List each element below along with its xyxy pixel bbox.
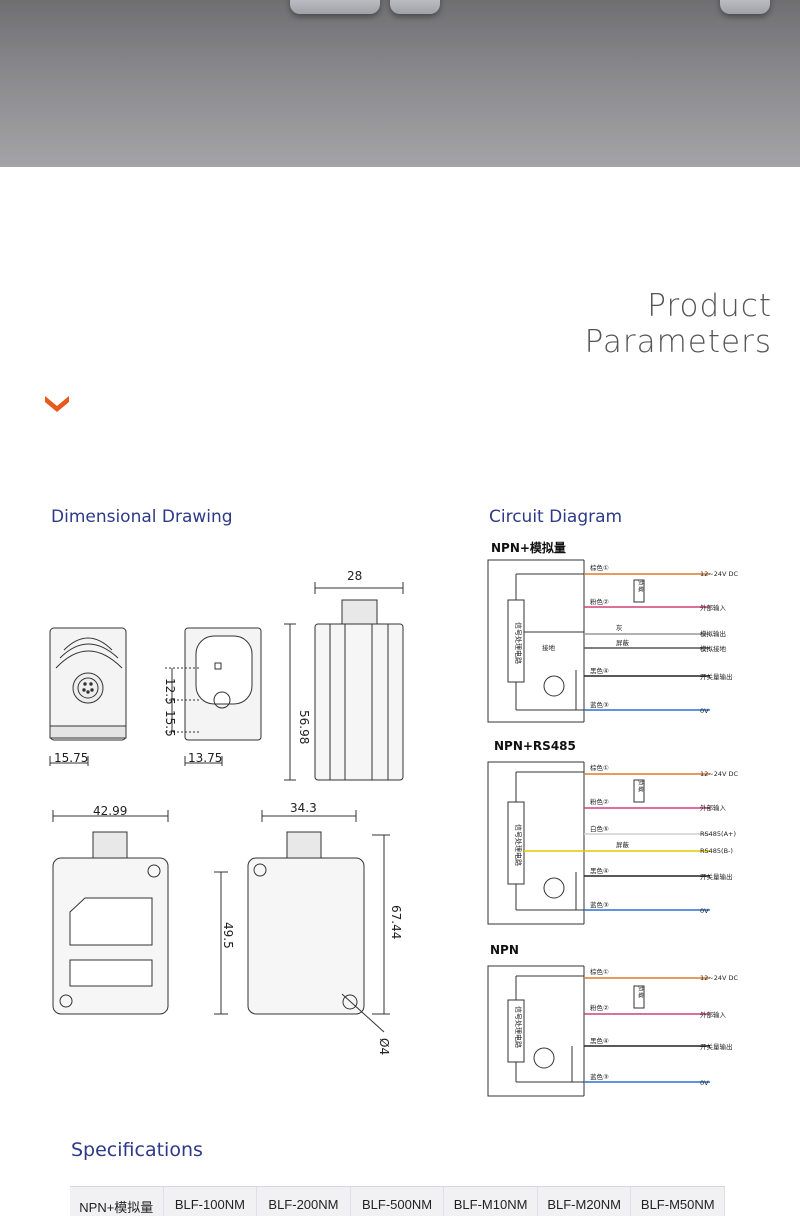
wire-label: 灰 (616, 623, 623, 632)
output-label: 外部输入 (700, 803, 727, 812)
output-label: 模拟输出 (700, 629, 726, 638)
load-label: 负载 (637, 986, 645, 998)
circuit-diagrams: 负载 信号处理电路 棕色① 粉色② 灰 屏蔽 接地 黑色④ 蓝色③ 12~24V… (487, 559, 739, 1097)
dim-12-5: 12.5 (163, 678, 177, 705)
output-label: 开关量输出 (700, 1042, 733, 1051)
sensor-photo (290, 0, 380, 14)
dim-42-99: 42.99 (93, 804, 127, 818)
spec-column-header: BLF-500NM (351, 1187, 445, 1216)
dim-15-75: 15.75 (54, 751, 88, 765)
output-label: 12~24V DC (700, 770, 739, 778)
wire-label: 粉色② (590, 597, 609, 606)
top-view-body (314, 623, 404, 781)
spec-column-header: NPN+模拟量 (70, 1187, 164, 1216)
load-label: 负载 (637, 580, 645, 592)
chevron-down-icon (45, 396, 69, 412)
output-label: 模拟接地 (700, 644, 727, 653)
output-label: 开关量输出 (700, 872, 733, 881)
wire-label: 白色⑤ (590, 824, 609, 833)
output-label: 12~24V DC (700, 570, 739, 578)
load-label: 负载 (637, 780, 645, 792)
sensor-photo (390, 0, 440, 14)
output-label: 外部输入 (700, 603, 727, 612)
diagram-title-npn-analog: NPN+模拟量 (491, 541, 566, 555)
sensor-photo (720, 0, 770, 14)
output-label: 0V (700, 907, 709, 915)
side-view-2-body (247, 857, 365, 1015)
wire-label: 黑色④ (590, 866, 609, 875)
output-label: 0V (700, 1079, 709, 1087)
circuit-heading: Circuit Diagram (489, 507, 623, 527)
wire-label: 接地 (542, 643, 556, 652)
dim-13-75: 13.75 (188, 751, 222, 765)
dimensional-heading: Dimensional Drawing (51, 507, 233, 527)
dimensional-drawing: 28 56.98 12.5 15.5 15.75 13.75 42.99 34.… (49, 569, 404, 1055)
section-title: Product Parameters (585, 288, 772, 360)
spec-column-header: BLF-M20NM (538, 1187, 632, 1216)
dim-67-44: 67.44 (389, 905, 403, 939)
dim-15-5: 15.5 (163, 710, 177, 737)
signal-circuit-label: 信号处理电路 (514, 824, 523, 866)
diagram-title-npn: NPN (490, 943, 519, 957)
output-label: 12~24V DC (700, 974, 739, 982)
diagram-title-npn-rs485: NPN+RS485 (494, 739, 576, 753)
dim-width-28: 28 (347, 569, 362, 583)
specifications-table-header: NPN+模拟量 BLF-100NM BLF-200NM BLF-500NM BL… (70, 1186, 726, 1216)
specifications-heading: Specifications (71, 1139, 203, 1161)
dim-phi-4: Ø4 (377, 1038, 391, 1055)
signal-circuit-label: 信号处理电路 (514, 622, 523, 664)
wire-label: 蓝色③ (590, 700, 609, 709)
section-title-line1: Product (647, 288, 772, 324)
section-title-line2: Parameters (584, 324, 772, 360)
wire-label: 屏蔽 (616, 840, 630, 849)
spec-column-header: BLF-M10NM (444, 1187, 538, 1216)
wire-label: 粉色② (590, 1003, 609, 1012)
dim-49-5: 49.5 (221, 922, 235, 949)
connector (341, 599, 378, 625)
connector (92, 831, 128, 861)
wire-label: 屏蔽 (616, 638, 630, 647)
output-label: 0V (700, 707, 709, 715)
spec-column-header: BLF-M50NM (631, 1187, 726, 1216)
spec-column-header: BLF-100NM (164, 1187, 258, 1216)
wire-label: 蓝色③ (590, 1072, 609, 1081)
dim-34-3: 34.3 (290, 801, 317, 815)
wire-label: 黑色④ (590, 666, 609, 675)
spec-column-header: BLF-200NM (257, 1187, 351, 1216)
hero-banner (0, 0, 800, 167)
dim-height-56: 56.98 (297, 710, 311, 744)
output-label: 外部输入 (700, 1010, 727, 1019)
output-label: RS485(A+) (700, 830, 736, 838)
output-label: 开关量输出 (700, 672, 733, 681)
wire-label: 粉色② (590, 797, 609, 806)
connector (286, 831, 322, 861)
wire-label: 棕色① (590, 763, 609, 772)
output-label: RS485(B-) (700, 847, 733, 855)
wire-label: 棕色① (590, 967, 609, 976)
signal-circuit-label: 信号处理电路 (514, 1006, 523, 1048)
wire-label: 蓝色③ (590, 900, 609, 909)
wire-label: 棕色① (590, 563, 609, 572)
wire-label: 黑色④ (590, 1036, 609, 1045)
